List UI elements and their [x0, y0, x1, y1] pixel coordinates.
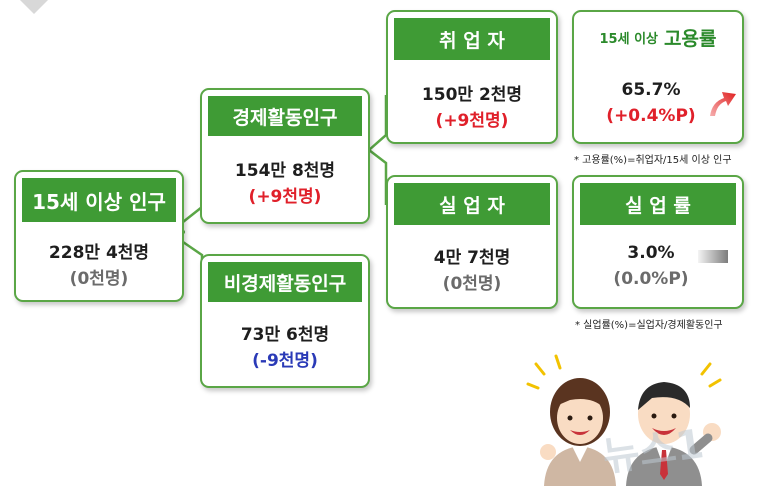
population-15plus-box: 15세 이상 인구 228만 4천명 (0천명) [14, 170, 184, 302]
employment-rate-change: (+0.4%P) [606, 106, 696, 126]
unemployment-rate-title: 실 업 률 [580, 183, 736, 225]
unemployed-box: 실 업 자 4만 7천명 (0천명) [386, 175, 558, 309]
connector-active-to-unemployed [368, 149, 388, 205]
unemployed-title: 실 업 자 [394, 183, 550, 225]
employed-value: 150만 2천명 [421, 85, 523, 105]
unemployment-rate-value: 3.0% [627, 243, 675, 263]
up-arrow-icon [710, 92, 736, 116]
econ-active-change: (+9천명) [248, 187, 322, 207]
unemployment-rate-box: 실 업 률 3.0% (0.0%P) [572, 175, 744, 309]
corner-decoration [20, 0, 48, 14]
employed-title: 취 업 자 [394, 18, 550, 60]
unemployment-rate-change: (0.0%P) [613, 269, 689, 289]
econ-active-title: 경제활동인구 [208, 96, 362, 136]
econ-inactive-value: 73만 6천명 [240, 325, 330, 345]
employment-rate-value: 65.7% [621, 80, 681, 100]
employment-rate-title-big: 고용률 [664, 27, 717, 50]
connector-active-to-employed [368, 95, 388, 151]
cheering-people-illustration [526, 354, 722, 486]
employment-rate-formula-note: * 고용률(%)=취업자/15세 이상 인구 [574, 155, 732, 166]
employment-rate-title-small: 15세 이상 [599, 31, 659, 47]
econ-active-box: 경제활동인구 154만 8천명 (+9천명) [200, 88, 370, 224]
econ-inactive-change: (-9천명) [252, 351, 318, 371]
population-15plus-value: 228만 4천명 [48, 243, 150, 263]
employed-box: 취 업 자 150만 2천명 (+9천명) [386, 10, 558, 144]
woman-figure [540, 378, 616, 486]
employment-rate-box: 15세 이상 고용률 65.7% (+0.4%P) [572, 10, 744, 144]
unemployed-change: (0천명) [442, 274, 502, 294]
employment-rate-title: 15세 이상 고용률 [580, 20, 736, 54]
employed-change: (+9천명) [435, 111, 509, 131]
population-15plus-change: (0천명) [69, 269, 129, 289]
econ-inactive-box: 비경제활동인구 73만 6천명 (-9천명) [200, 254, 370, 388]
econ-inactive-title: 비경제활동인구 [208, 262, 362, 302]
unemployed-value: 4만 7천명 [433, 248, 511, 268]
unemployment-rate-formula-note: * 실업률(%)=실업자/경제활동인구 [575, 320, 723, 331]
flat-bar-icon [698, 250, 728, 263]
man-figure [626, 382, 721, 486]
population-15plus-title: 15세 이상 인구 [22, 178, 176, 222]
econ-active-value: 154만 8천명 [234, 161, 336, 181]
